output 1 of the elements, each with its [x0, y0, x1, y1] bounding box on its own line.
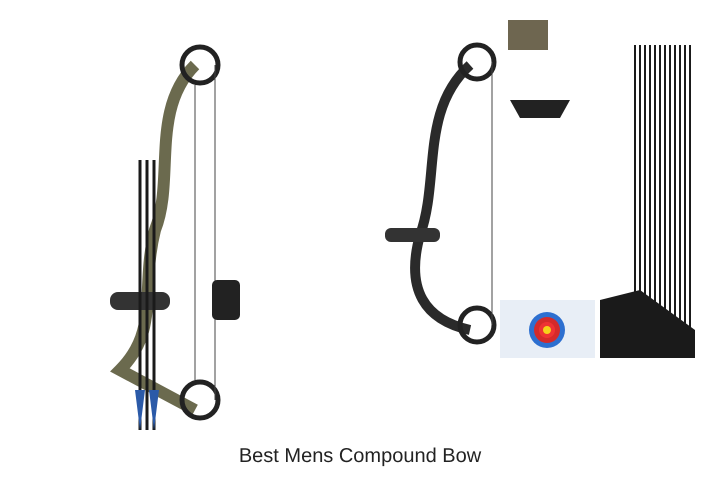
caption: Best Mens Compound Bow: [238, 445, 482, 468]
